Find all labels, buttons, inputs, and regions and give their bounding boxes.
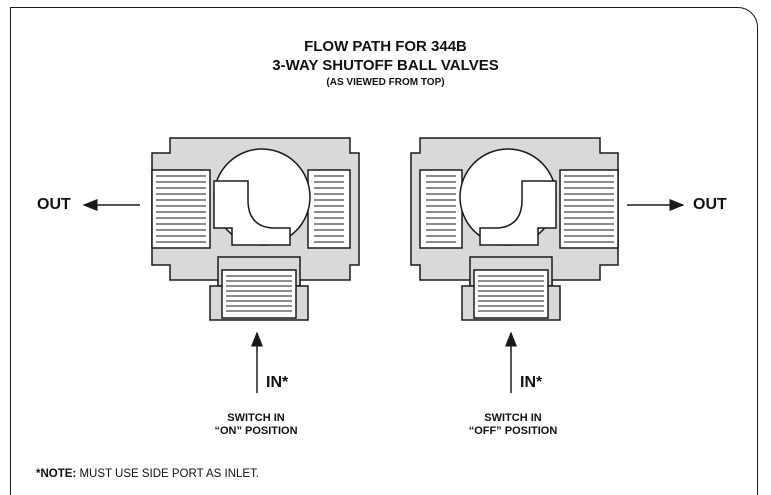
left-in-label: IN* <box>266 374 289 391</box>
left-valve-body <box>151 137 360 321</box>
diagram-title-line1: FLOW PATH FOR 344B <box>304 38 467 55</box>
right-switch-line1: SWITCH IN <box>484 412 542 424</box>
left-out-label: OUT <box>37 196 71 213</box>
diagram-title-line2: 3-WAY SHUTOFF BALL VALVES <box>272 57 499 74</box>
left-switch-line2: “ON” POSITION <box>214 425 298 437</box>
diagram-frame <box>10 7 758 495</box>
diagram-title-line3: (AS VIEWED FROM TOP) <box>326 77 445 88</box>
footnote-text: MUST USE SIDE PORT AS INLET. <box>76 468 260 480</box>
right-switch-line2: “OFF” POSITION <box>468 425 558 437</box>
footnote: *NOTE: MUST USE SIDE PORT AS INLET. <box>36 468 259 480</box>
left-switch-line1: SWITCH IN <box>227 412 285 424</box>
right-out-label: OUT <box>693 196 727 213</box>
footnote-prefix: *NOTE: <box>36 468 77 480</box>
right-valve-threads <box>426 175 614 312</box>
left-valve-threads <box>156 175 344 312</box>
right-valve-body <box>410 137 619 321</box>
right-in-label: IN* <box>520 374 543 391</box>
